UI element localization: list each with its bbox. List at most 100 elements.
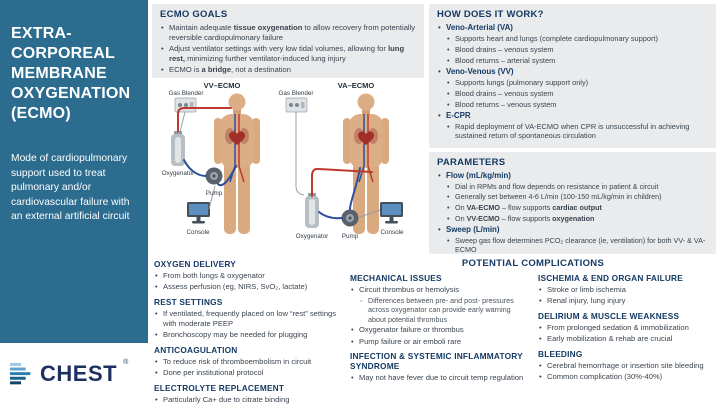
page-title: EXTRA- CORPOREAL MEMBRANE OXYGENATION (E… — [11, 24, 138, 124]
list-item: On VA-ECMO – flow supports cardiac outpu… — [446, 203, 708, 212]
mechanical-issues-section: MECHANICAL ISSUES Circuit thrombus or he… — [350, 273, 528, 346]
bleeding-section: BLEEDING Cerebral hemorrhage or insertio… — [538, 349, 716, 382]
list-item: From prolonged sedation & immobilization — [538, 323, 716, 333]
list-item: Blood returns – venous system — [446, 100, 708, 110]
veno-venous-items: Supports lungs (pulmonary support only) … — [446, 78, 708, 110]
list-item: Supports lungs (pulmonary support only) — [446, 78, 708, 88]
list-item: Blood returns – arterial system — [446, 56, 708, 66]
list-item: Sweep gas flow determines PCO₂ clearance… — [446, 236, 708, 254]
va-pump-device — [341, 209, 359, 227]
sub-list-item: Differences between pre- and post- press… — [359, 296, 528, 324]
va-console-cable — [359, 209, 381, 218]
va-drainage-cannula — [349, 167, 361, 210]
electrolyte-replacement-items: Particularly Ca+ due to citrate binding — [154, 395, 348, 405]
registered-mark: ® — [123, 359, 129, 366]
ecmo-goals-list: Maintain adequate tissue oxygenation to … — [160, 23, 416, 75]
vv-drainage-cannula — [217, 165, 237, 187]
parameters-panel: PARAMETERS Flow (mL/kg/min) Dial in RPMs… — [429, 152, 716, 254]
list-item: Generally set between 4-6 L/min (100-150… — [446, 192, 708, 201]
sweep-items: Sweep gas flow determines PCO₂ clearance… — [446, 236, 708, 254]
vv-return-cannula — [177, 107, 232, 132]
chest-logo: CHEST ® — [0, 343, 148, 405]
vv-pump-device — [205, 167, 223, 185]
list-item: From both lungs & oxygenator — [154, 271, 348, 281]
potential-complications: POTENTIAL COMPLICATIONS MECHANICAL ISSUE… — [350, 258, 716, 388]
bleeding-items: Cerebral hemorrhage or insertion site bl… — [538, 361, 716, 382]
ischemia-section: ISCHEMIA & END ORGAN FAILURE Stroke or l… — [538, 273, 716, 306]
complications-columns: MECHANICAL ISSUES Circuit thrombus or he… — [350, 273, 716, 388]
list-item: Oxygenator failure or thrombus — [350, 325, 528, 335]
mechanical-issues-items-cont: Oxygenator failure or thrombus Pump fail… — [350, 325, 528, 346]
list-item: Dial in RPMs and flow depends on resista… — [446, 182, 708, 191]
list-item: Circuit thrombus or hemolysis — [350, 285, 528, 295]
ecmo-definition: Mode of cardiopulmonary support used to … — [11, 153, 130, 222]
vv-patient-figure — [213, 92, 261, 235]
bleeding-title: BLEEDING — [538, 348, 583, 359]
list-item: Cerebral hemorrhage or insertion site bl… — [538, 361, 716, 371]
title-line: (ECMO) — [11, 105, 71, 122]
mechanical-issues-items: Circuit thrombus or hemolysis — [350, 285, 528, 295]
va-console-device — [380, 202, 403, 224]
list-item: Early mobilization & rehab are crucial — [538, 334, 716, 344]
va-gas-line — [295, 112, 305, 196]
list-item: Blood drains – venous system — [446, 45, 708, 55]
list-item: Pump failure or air emboli rare — [350, 337, 528, 347]
veno-venous-heading: Veno-Venous (VV) — [437, 67, 708, 78]
parameters-title: PARAMETERS — [437, 157, 506, 168]
veno-arterial-heading: Veno-Arterial (VA) — [437, 23, 708, 34]
chest-logo-icon — [10, 362, 31, 385]
vv-pump-to-oxygenator-line — [183, 159, 207, 177]
flow-heading: Flow (mL/kg/min) — [437, 171, 708, 182]
sweep-parameter-section: Sweep (L/min) Sweep gas flow determines … — [437, 225, 708, 254]
vv-ecmo-label: VV–ECMO — [204, 81, 241, 90]
list-item: If ventilated, frequently placed on low … — [154, 309, 348, 328]
rest-settings-section: REST SETTINGS If ventilated, frequently … — [154, 297, 348, 340]
anticoagulation-title: ANTICOAGULATION — [154, 344, 238, 355]
veno-arterial-items: Supports heart and lungs (complete cardi… — [446, 34, 708, 66]
rest-settings-title: REST SETTINGS — [154, 296, 223, 307]
sidebar: EXTRA- CORPOREAL MEMBRANE OXYGENATION (E… — [0, 0, 148, 343]
va-oxygenator-device — [305, 193, 319, 228]
va-pump-label: Pump — [342, 233, 359, 240]
infection-sirs-title: INFECTION & SYSTEMIC INFLAMMATORY SYNDRO… — [350, 351, 523, 372]
va-ecmo-label: VA–ECMO — [338, 81, 375, 90]
ecpr-items: Rapid deployment of VA-ECMO when CPR is … — [446, 122, 708, 141]
list-item: Done per institutional protocol — [154, 368, 348, 378]
ecpr-section: E-CPR Rapid deployment of VA-ECMO when C… — [437, 111, 708, 141]
title-line: CORPOREAL — [11, 45, 116, 62]
veno-venous-section: Veno-Venous (VV) Supports lungs (pulmona… — [437, 67, 708, 110]
list-item: May not have fever due to circuit temp r… — [350, 373, 528, 383]
ecmo-goals-panel: ECMO GOALS Maintain adequate tissue oxyg… — [152, 4, 424, 78]
title-line: MEMBRANE — [11, 65, 107, 82]
infection-sirs-section: INFECTION & SYSTEMIC INFLAMMATORY SYNDRO… — [350, 351, 528, 383]
ecmo-circuit-svg: VV–ECMO VA–ECMO Gas Blender Oxygenator P… — [162, 81, 404, 240]
list-item: Blood drains – venous system — [446, 89, 708, 99]
vv-gas-blender-label: Gas Blender — [168, 90, 203, 97]
list-item: Stroke or limb ischemia — [538, 285, 716, 295]
vv-console-device — [187, 202, 210, 224]
vv-console-cable — [208, 185, 216, 210]
va-console-label: Console — [380, 229, 404, 236]
goal-item: Maintain adequate tissue oxygenation to … — [160, 23, 416, 42]
title-line: EXTRA- — [11, 25, 72, 42]
anticoagulation-section: ANTICOAGULATION To reduce risk of thromb… — [154, 345, 348, 378]
va-pump-to-oxygenator-line — [318, 211, 343, 220]
sweep-heading: Sweep (L/min) — [437, 225, 708, 236]
oxygen-delivery-section: OXYGEN DELIVERY From both lungs & oxygen… — [154, 259, 348, 292]
potential-complications-title: POTENTIAL COMPLICATIONS — [461, 258, 605, 269]
how-it-works-panel: HOW DOES IT WORK? Veno-Arterial (VA) Sup… — [429, 4, 716, 148]
electrolyte-replacement-title: ELECTROLYTE REPLACEMENT — [154, 382, 285, 393]
electrolyte-replacement-section: ELECTROLYTE REPLACEMENT Particularly Ca+… — [154, 383, 348, 405]
vv-gas-line — [179, 111, 186, 133]
oxygen-delivery-title: OXYGEN DELIVERY — [154, 259, 236, 269]
complications-left-column: MECHANICAL ISSUES Circuit thrombus or he… — [350, 273, 528, 388]
va-return-cannula — [311, 167, 373, 197]
flow-parameter-section: Flow (mL/kg/min) Dial in RPMs and flow d… — [437, 171, 708, 223]
goal-item: Adjust ventilator settings with very low… — [160, 44, 416, 63]
ischemia-items: Stroke or limb ischemia Renal injury, lu… — [538, 285, 716, 306]
list-item: Rapid deployment of VA-ECMO when CPR is … — [446, 122, 708, 141]
list-item: Renal injury, lung injury — [538, 296, 716, 306]
ecpr-heading: E-CPR — [437, 111, 708, 122]
mechanical-issues-subitems: Differences between pre- and post- press… — [359, 296, 528, 324]
